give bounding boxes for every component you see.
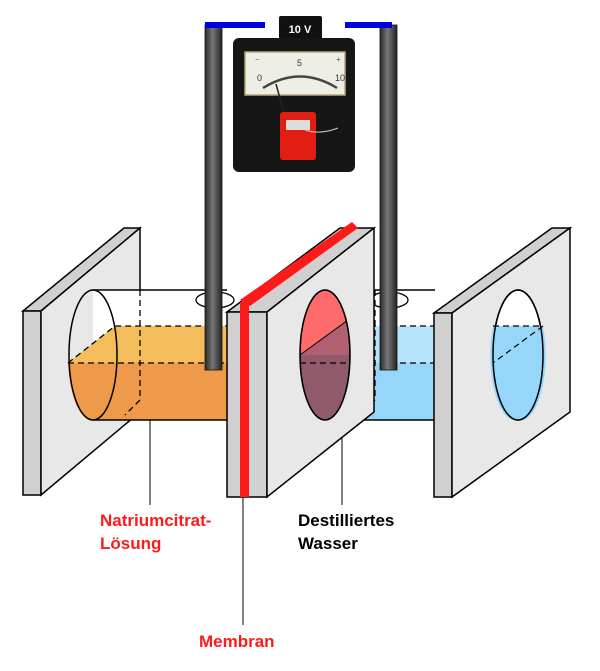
wire-left	[205, 22, 265, 28]
scale-label-0: 0	[257, 73, 262, 83]
scale-label-10: 10	[335, 73, 345, 83]
water-label-line2: Wasser	[298, 534, 358, 553]
solution-liquid-surface	[68, 326, 227, 363]
voltmeter-range-label: 10 V	[289, 24, 312, 36]
electrode-left	[204, 24, 223, 371]
electrode-right	[379, 24, 398, 371]
wire-right	[345, 22, 392, 28]
solution-label-line1: Natriumcitrat-	[100, 511, 211, 530]
membrane-label: Membran	[199, 632, 275, 651]
solution-label-line2: Lösung	[100, 534, 161, 553]
voltmeter: 10 V − + 0 5 10	[233, 16, 355, 172]
svg-text:−: −	[255, 57, 259, 64]
water-label-line1: Destilliertes	[298, 511, 394, 530]
membrane	[240, 222, 358, 497]
scale-label-5: 5	[297, 58, 302, 68]
solution-liquid	[68, 363, 227, 421]
svg-text:+: +	[336, 55, 341, 64]
end-plate-right	[431, 226, 573, 499]
